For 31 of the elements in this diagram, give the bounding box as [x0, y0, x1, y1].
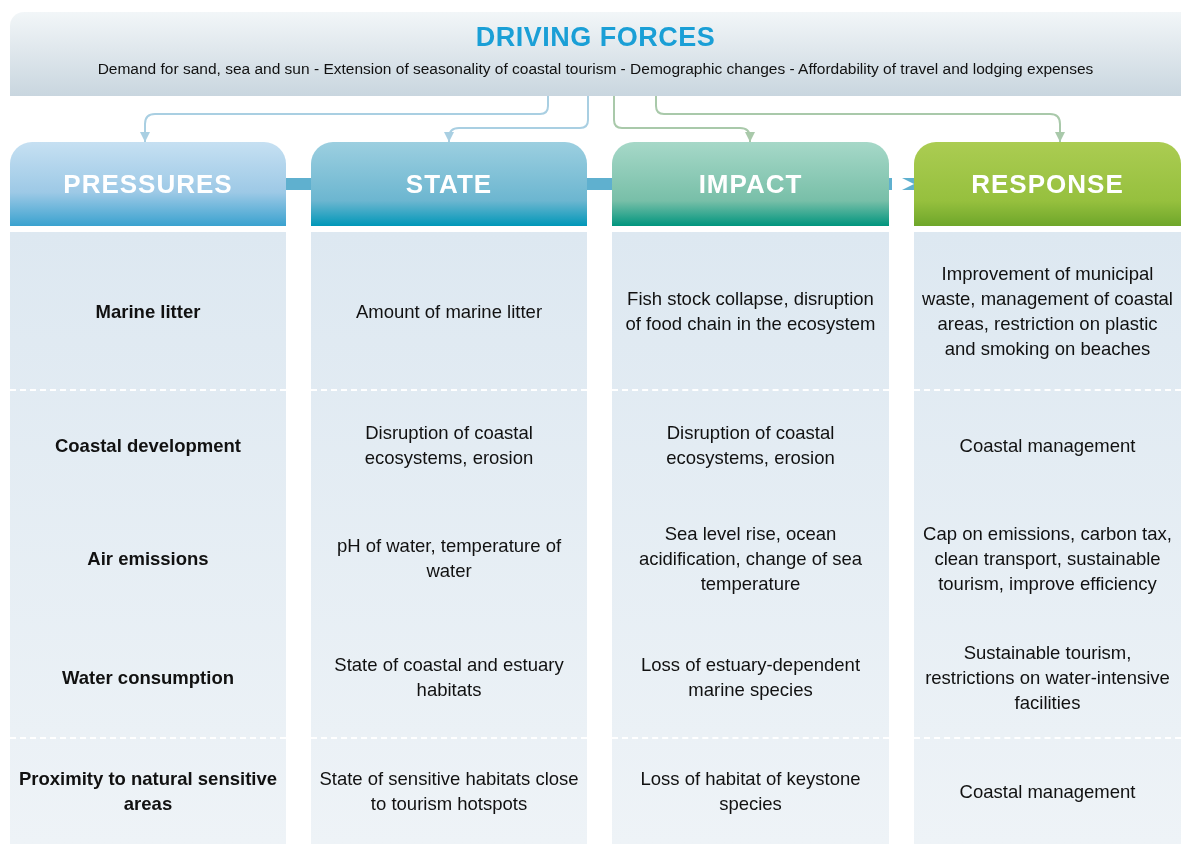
cell-text: Coastal management — [914, 738, 1181, 844]
cell-text: Sea level rise, ocean acidification, change of sea temperature — [612, 500, 889, 616]
cell-text: Sustainable tourism, restrictions on water-intensive facilities — [914, 616, 1181, 738]
cell-text: Loss of habitat of keystone species — [612, 738, 889, 844]
cell-text: Disruption of coastal ecosystems, erosion — [311, 390, 587, 500]
driving-forces-banner — [10, 12, 1181, 96]
cell-text: Coastal management — [914, 390, 1181, 500]
cell-text: Coastal development — [10, 390, 286, 500]
column-header: PRESSURES — [10, 142, 286, 226]
cell-text: Amount of marine litter — [311, 232, 587, 390]
cell-text: Water consumption — [10, 616, 286, 738]
banner-subtitle: Demand for sand, sea and sun - Extension of seasonality of coastal tourism - Demographic changes - Affordability of travel and lodging expenses — [96, 60, 1095, 78]
cell-text: Improvement of municipal waste, management of coastal areas, restriction on plastic and smoking on beaches — [914, 232, 1181, 390]
banner-title: DRIVING FORCES — [474, 22, 717, 53]
connector-bar — [286, 178, 311, 190]
connector-bar — [587, 178, 612, 190]
cell-text: Loss of estuary-dependent marine species — [612, 616, 889, 738]
cell-text: Fish stock collapse, disruption of food chain in the ecosystem — [612, 232, 889, 390]
cell-text: Air emissions — [10, 500, 286, 616]
connector-arrow — [444, 95, 589, 143]
cell-text: Disruption of coastal ecosystems, erosion — [612, 390, 889, 500]
cell-text: pH of water, temperature of water — [311, 500, 587, 616]
connector-arrow — [613, 95, 755, 143]
cell-text: Cap on emissions, carbon tax, clean transport, sustainable tourism, improve efficiency — [914, 500, 1181, 616]
cell-text: State of sensitive habitats close to tourism hotspots — [311, 738, 587, 844]
column-header: RESPONSE — [914, 142, 1181, 226]
cell-text: Proximity to natural sensitive areas — [10, 738, 286, 844]
cell-text: State of coastal and estuary habitats — [311, 616, 587, 738]
column-header: STATE — [311, 142, 587, 226]
column-header: IMPACT — [612, 142, 889, 226]
cell-text: Marine litter — [10, 232, 286, 390]
